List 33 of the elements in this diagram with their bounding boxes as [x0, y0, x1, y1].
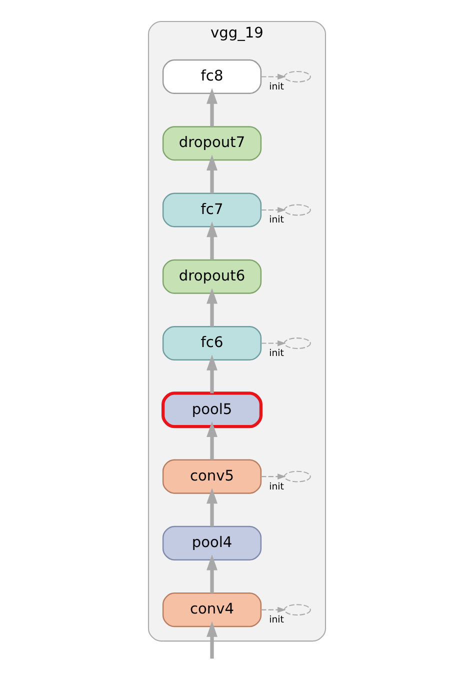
node-ellipse — [284, 604, 311, 616]
node-ellipse — [284, 70, 311, 82]
arrow — [206, 221, 218, 260]
node-box: fc7 — [162, 192, 262, 228]
arrow — [206, 621, 218, 659]
arrow — [206, 488, 218, 527]
arrow — [206, 154, 218, 194]
node-box: pool4 — [162, 526, 262, 560]
node-ellipse — [284, 338, 311, 349]
node-box: conv5 — [162, 459, 262, 494]
node-box: fc8 — [162, 59, 262, 94]
arrow — [206, 421, 218, 460]
node-box: dropout6 — [162, 259, 262, 294]
arrow — [206, 554, 218, 594]
node-label: init — [269, 481, 284, 492]
arrow — [261, 207, 286, 213]
arrow — [206, 88, 218, 127]
node-ellipse — [284, 470, 311, 482]
arrow — [261, 474, 286, 480]
node-label: init — [269, 614, 284, 626]
node-label: init — [269, 214, 284, 226]
arrow — [206, 354, 218, 394]
node-box: dropout7 — [162, 126, 262, 161]
node-box: fc6 — [162, 326, 262, 361]
node-ellipse — [284, 204, 311, 216]
node-box: pool5 — [162, 392, 263, 428]
arrow — [261, 74, 286, 80]
node-label: init — [269, 81, 284, 92]
arrow — [206, 288, 218, 327]
arrow — [261, 606, 286, 613]
node-box: conv4 — [162, 592, 262, 628]
node-label: init — [269, 348, 284, 359]
arrow — [261, 340, 286, 346]
